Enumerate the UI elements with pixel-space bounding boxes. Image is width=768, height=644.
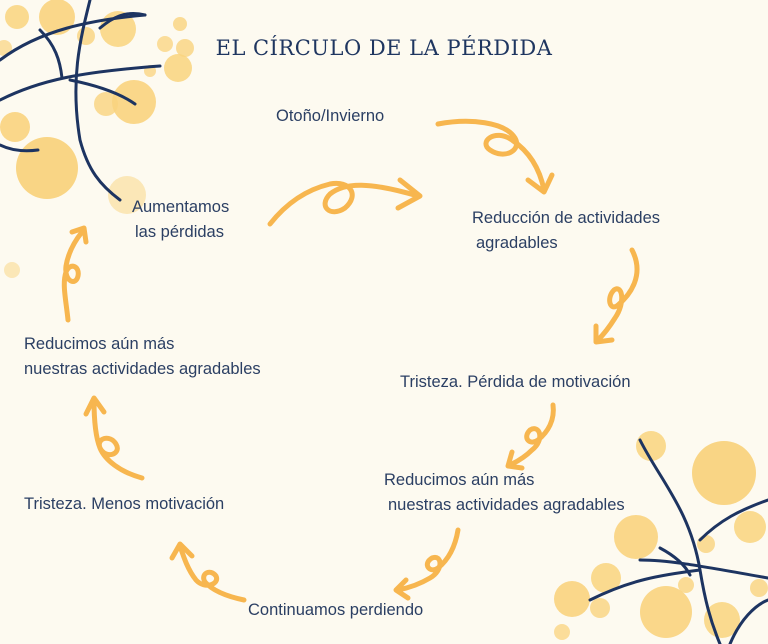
diagram-title: EL CÍRCULO DE LA PÉRDIDA <box>215 36 553 60</box>
step-autumn-winter-line-1: Otoño/Invierno <box>276 107 385 125</box>
step-sadness-motivation-loss: Tristeza. Pérdida de motivación <box>400 370 631 395</box>
arrow-reduction-to-sadness <box>593 247 640 345</box>
step-sadness-less-motivation: Tristeza. Menos motivación <box>24 492 224 517</box>
arrow-sadness-to-reduce <box>505 402 556 471</box>
step-reduce-more-left: Reducimos aún más nuestras actividades a… <box>24 332 261 382</box>
step-reduce-more-right-line-1: Reducimos aún más <box>384 471 535 489</box>
bottom-right-decoration <box>554 431 768 640</box>
step-increase-losses: Aumentamos las pérdidas <box>132 195 229 245</box>
step-autumn-winter: Otoño/Invierno <box>276 104 384 129</box>
arrow-reduce-to-increase <box>61 225 89 323</box>
step-reduction-activities-line-1: Reducción de actividades <box>472 209 661 227</box>
arrow-reduce-to-continue <box>393 527 461 601</box>
arrow-sadness-to-reduce-left <box>83 395 145 481</box>
step-reduce-more-left-line-1: Reducimos aún más <box>24 335 175 353</box>
step-increase-losses-line-1: Aumentamos <box>132 198 230 216</box>
step-reduction-activities-line-2: agradables <box>476 234 558 252</box>
arrow-increase-to-reduction <box>267 177 423 227</box>
step-continue-losing: Continuamos perdiendo <box>248 598 423 623</box>
step-increase-losses-line-2: las pérdidas <box>135 223 224 241</box>
step-continue-losing-line-1: Continuamos perdiendo <box>248 601 424 619</box>
bottom-right-branch <box>588 438 768 644</box>
step-reduce-more-right-line-2: nuestras actividades agradables <box>388 496 625 514</box>
step-reduction-activities: Reducción de actividades agradables <box>472 206 660 256</box>
arrow-continue-to-sadness <box>169 541 247 603</box>
top-left-branch <box>0 0 162 202</box>
step-reduce-more-left-line-2: nuestras actividades agradables <box>24 360 261 378</box>
step-sadness-motivation-loss-line-1: Tristeza. Pérdida de motivación <box>400 373 631 391</box>
step-reduce-more-right: Reducimos aún más nuestras actividades a… <box>384 468 625 518</box>
arrow-autumn-to-reduction <box>435 118 555 195</box>
step-sadness-less-motivation-line-1: Tristeza. Menos motivación <box>24 495 225 513</box>
